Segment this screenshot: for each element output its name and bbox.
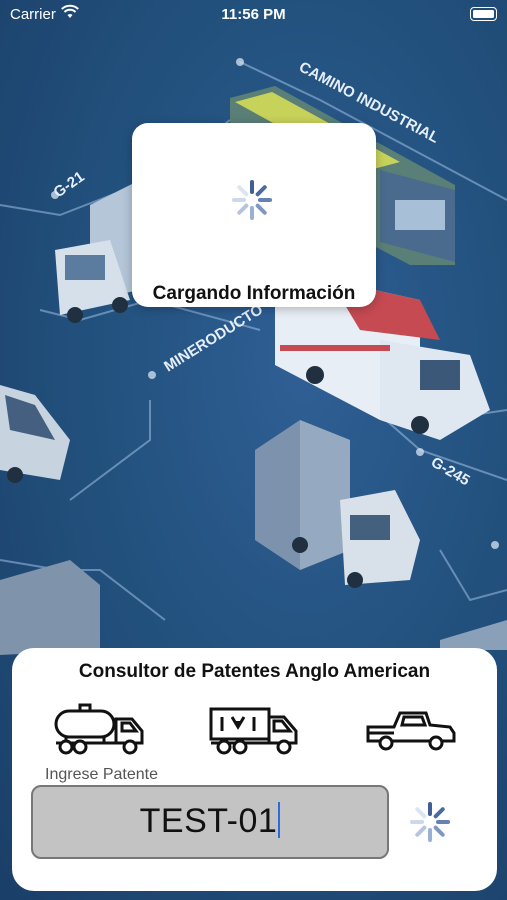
battery-icon: [470, 7, 497, 21]
plate-input-text: TEST-01: [33, 802, 387, 841]
road-label-g21: G-21: [51, 168, 88, 201]
panel-title: Consultor de Patentes Anglo American: [78, 661, 431, 682]
road-label-mineroducto: MINERODUCTO: [161, 301, 266, 376]
plate-input-label: Ingrese Patente: [45, 766, 158, 783]
plate-lookup-panel: Consultor de Patentes Anglo American: [12, 648, 497, 891]
container-illustration: [0, 560, 507, 655]
tanker-truck-icon[interactable]: [52, 703, 147, 755]
white-truck-illustration: [55, 180, 140, 323]
search-activity-spinner-icon: [410, 802, 450, 842]
text-caret: [278, 802, 281, 838]
box-truck-illustration: [255, 420, 420, 588]
loading-label: Cargando Información: [152, 283, 356, 304]
status-bar: Carrier 11:56 PM: [0, 0, 507, 28]
plate-input-value: TEST-01: [139, 802, 278, 840]
pickup-truck-icon[interactable]: [364, 703, 458, 755]
plate-input-field[interactable]: TEST-01: [31, 785, 389, 859]
loading-dialog: Cargando Información: [132, 123, 376, 307]
road-label-g245: G-245: [428, 454, 473, 490]
car-illustration: [0, 385, 70, 483]
activity-spinner-icon: [232, 180, 272, 220]
carrier-label: Carrier: [10, 6, 56, 23]
wifi-icon: [61, 4, 79, 18]
box-truck-icon[interactable]: [208, 703, 300, 755]
status-time: 11:56 PM: [221, 6, 286, 23]
